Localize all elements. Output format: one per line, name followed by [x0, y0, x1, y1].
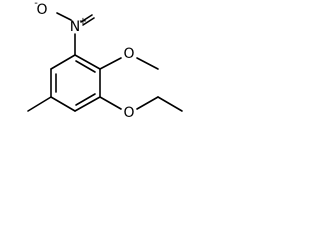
- bond-ethoxy-ch2-to-ch3: [157, 96, 183, 112]
- ethoxy-oxygen-label: O: [123, 105, 134, 121]
- ring-double-bond-c3-c4: [75, 93, 96, 106]
- bond-nitrogen-to-oxygen-right-double: [82, 17, 95, 26]
- ring-bond-c6-c1: [50, 54, 76, 70]
- ring-bond-c3-c4: [74, 96, 101, 112]
- bond-methoxy-oxygen-to-methyl: [136, 57, 159, 70]
- bond-ring-to-methyl: [27, 96, 52, 112]
- ring-bond-c4-c5: [50, 96, 76, 112]
- nitro-nitrogen-label: N: [70, 19, 80, 35]
- bond-ethoxy-oxygen-to-ch2: [136, 96, 159, 110]
- nitro-nitrogen-charge-label: +: [79, 16, 87, 27]
- nitro-oxygen-top-label: O: [36, 2, 47, 18]
- bond-nitrogen-to-oxygen-right: [80, 14, 93, 23]
- bond-ring-to-ethoxy-oxygen: [99, 96, 122, 110]
- ring-double-bond-c1-c2: [75, 60, 96, 73]
- bond-ring-to-methoxy-oxygen: [99, 57, 122, 70]
- chemical-structure: O - N + O O: [27, 0, 183, 121]
- nitro-oxygen-charge-label: -: [34, 0, 38, 9]
- bond-nitrogen-to-oxygen-top: [56, 12, 72, 21]
- methoxy-oxygen-label: O: [123, 46, 134, 62]
- ring-bond-c1-c2: [74, 54, 101, 70]
